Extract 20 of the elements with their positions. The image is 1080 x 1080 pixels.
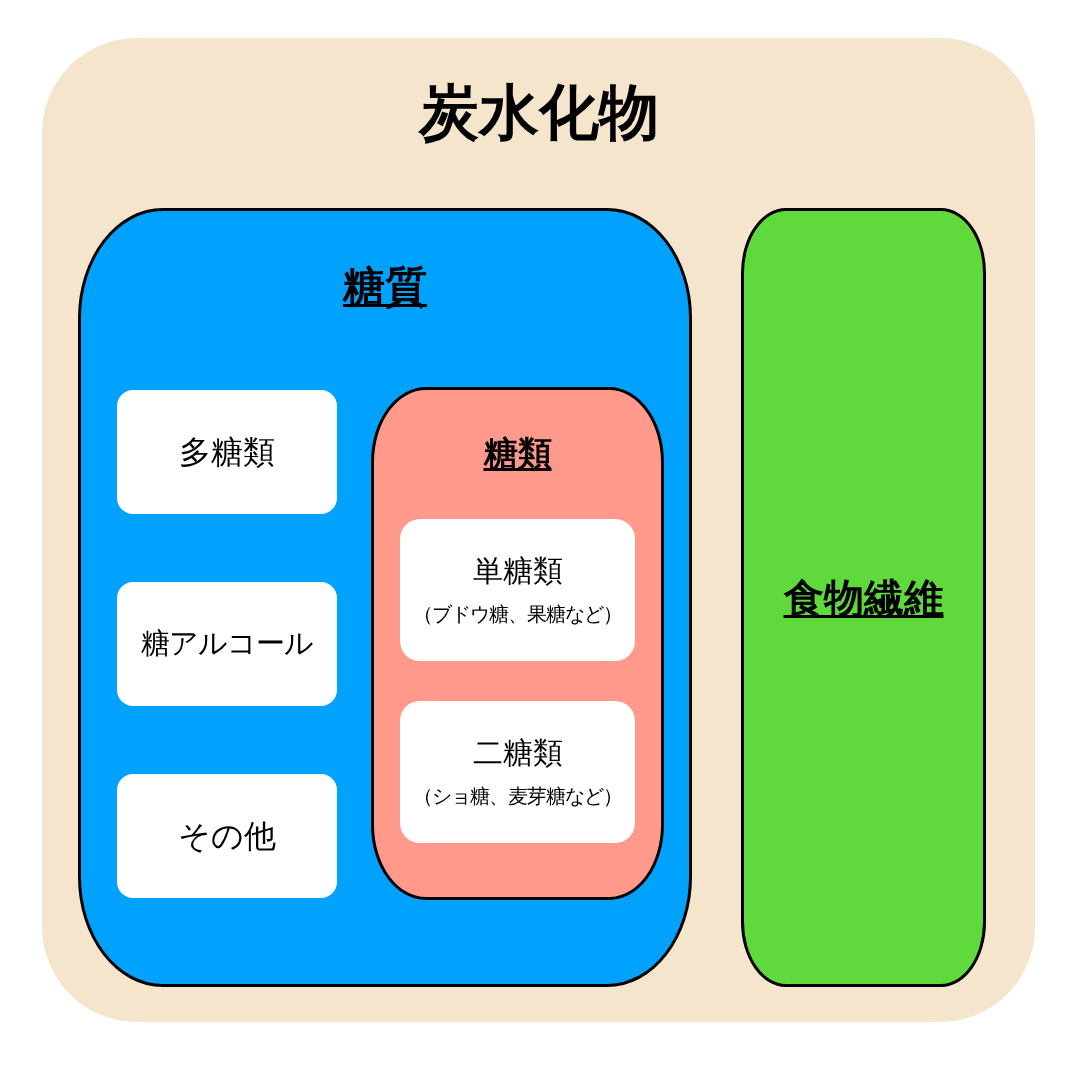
item-card — [117, 582, 337, 706]
group-title: 糖類 — [483, 434, 552, 474]
item-label: その他 — [178, 817, 276, 855]
item-label: 単糖類 — [472, 554, 563, 589]
item-label: 糖アルコール — [141, 627, 313, 661]
panel-title: 炭水化物 — [418, 78, 659, 147]
subgroup-panel — [371, 387, 664, 900]
group-title: 糖質 — [343, 263, 427, 312]
item-label: 多糖類 — [179, 433, 275, 471]
outer-panel — [42, 38, 1035, 1022]
item-card — [117, 390, 337, 514]
item-card — [117, 774, 337, 898]
item-label: 二糖類 — [472, 736, 563, 771]
item-card — [400, 701, 635, 843]
category-title: 食物繊維 — [783, 574, 944, 621]
item-card — [400, 519, 635, 661]
item-note: （ブドウ糖、果糖など） — [413, 602, 622, 626]
category-panel — [741, 208, 986, 987]
item-note: （ショ糖、麦芽糖など） — [413, 784, 622, 808]
group-panel — [78, 208, 692, 987]
